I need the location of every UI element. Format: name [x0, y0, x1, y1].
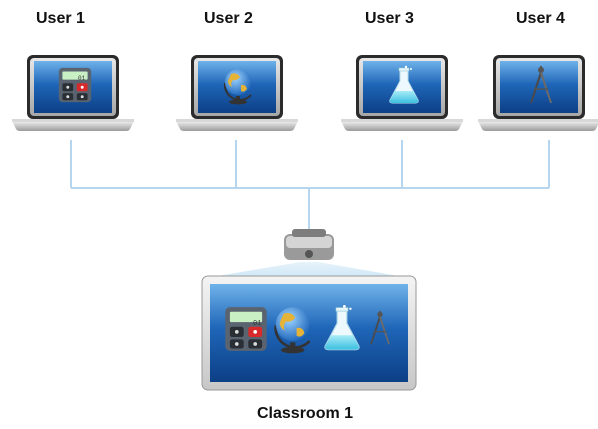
projector-beam: [206, 262, 410, 278]
calculator-icon: [58, 67, 92, 103]
user-2-label: User 2: [204, 10, 253, 27]
user-1-label: User 1: [36, 10, 85, 27]
classroom-screen: [201, 275, 417, 391]
classroom-calculator-display: 01: [253, 320, 261, 328]
user-1-laptop: [12, 55, 134, 131]
user-3-label: User 3: [365, 10, 414, 27]
user-4-laptop: [478, 55, 598, 131]
user-2-laptop: [176, 55, 298, 131]
classroom-calculator-icon: [225, 307, 267, 351]
classroom-label: Classroom 1: [257, 405, 354, 422]
projector-icon: [284, 229, 334, 260]
user-4-label: User 4: [516, 10, 565, 27]
network-lines: [70, 140, 550, 234]
user-3-laptop: [341, 55, 463, 131]
calculator-display: 01: [78, 75, 86, 82]
